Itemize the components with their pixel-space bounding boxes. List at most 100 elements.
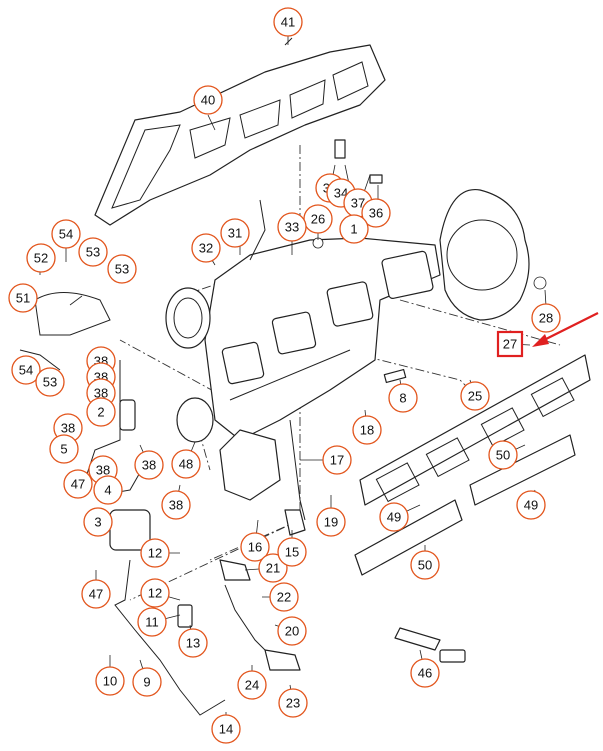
callout-5: 5	[49, 434, 79, 464]
callout-circle	[361, 198, 391, 228]
callout-38: 38	[134, 450, 164, 480]
heat-plate-part	[354, 434, 576, 576]
callout-circle	[178, 628, 208, 658]
callout-circle	[269, 582, 299, 612]
callout-circle	[410, 550, 440, 580]
callout-33: 33	[277, 212, 307, 242]
callout-label: 12	[148, 586, 162, 601]
callout-circle	[35, 367, 65, 397]
callout-19: 19	[316, 507, 346, 537]
callout-36: 36	[361, 198, 391, 228]
callout-20: 20	[277, 616, 307, 646]
callout-label: 12	[148, 546, 162, 561]
callout-circle	[531, 303, 561, 333]
callout-circle	[140, 538, 170, 568]
callout-label: 24	[245, 678, 259, 693]
callout-circle	[220, 218, 250, 248]
callout-23: 23	[278, 688, 308, 718]
callout-circle	[78, 237, 108, 267]
callout-label: 54	[19, 363, 33, 378]
callout-circle	[63, 469, 93, 499]
callout-circle	[277, 212, 307, 242]
callout-label: 27	[503, 337, 517, 352]
callout-8: 8	[388, 383, 418, 413]
callout-circle	[379, 502, 409, 532]
callout-label: 28	[539, 311, 553, 326]
callout-1: 1	[339, 214, 369, 244]
callout-48: 48	[171, 449, 201, 479]
callout-layer: 4140373437362613331325452535351545338383…	[8, 7, 561, 744]
callout-label: 37	[351, 196, 365, 211]
callout-circle	[137, 607, 167, 637]
callout-label: 46	[418, 666, 432, 681]
callout-47: 47	[63, 469, 93, 499]
callout-circle	[211, 714, 241, 744]
callout-label: 50	[496, 448, 510, 463]
callout-circle	[8, 283, 38, 313]
callout-46: 46	[410, 658, 440, 688]
callout-25: 25	[460, 381, 490, 411]
callout-53: 53	[35, 367, 65, 397]
callout-4: 4	[93, 475, 123, 505]
callout-label: 53	[86, 245, 100, 260]
callout-circle	[240, 532, 270, 562]
callout-14: 14	[211, 714, 241, 744]
callout-13: 13	[178, 628, 208, 658]
callout-circle	[83, 507, 113, 537]
callout-3: 3	[83, 507, 113, 537]
callout-10: 10	[95, 666, 125, 696]
small-parts	[109, 139, 547, 671]
callout-50: 50	[410, 550, 440, 580]
callout-51: 51	[8, 283, 38, 313]
callout-38: 38	[161, 490, 191, 520]
callout-label: 18	[360, 423, 374, 438]
callout-circle	[86, 397, 116, 427]
callout-label: 38	[96, 463, 110, 478]
callout-circle	[134, 450, 164, 480]
callout-label: 38	[169, 498, 183, 513]
callout-28: 28	[531, 303, 561, 333]
callout-12: 12	[140, 538, 170, 568]
callout-21: 21	[258, 553, 288, 583]
callout-label: 1	[350, 222, 357, 237]
callout-label: 8	[399, 391, 406, 406]
callout-label: 4	[104, 483, 111, 498]
callout-circle	[193, 85, 223, 115]
callout-22: 22	[269, 582, 299, 612]
callout-label: 41	[281, 15, 295, 30]
callout-12: 12	[140, 578, 170, 608]
callout-label: 22	[277, 590, 291, 605]
callout-label: 5	[60, 442, 67, 457]
callout-41: 41	[273, 7, 303, 37]
callout-circle	[516, 490, 546, 520]
callout-label: 9	[143, 675, 150, 690]
callout-circle	[26, 243, 56, 273]
callout-label: 49	[524, 498, 538, 513]
callout-40: 40	[193, 85, 223, 115]
callout-circle	[277, 616, 307, 646]
callout-11: 11	[137, 607, 167, 637]
callout-15: 15	[277, 537, 307, 567]
callout-label: 47	[71, 477, 85, 492]
callout-label: 38	[94, 386, 108, 401]
callout-54: 54	[51, 219, 81, 249]
callout-circle	[278, 688, 308, 718]
callout-circle	[93, 475, 123, 505]
callout-circle	[95, 666, 125, 696]
callout-label: 47	[89, 587, 103, 602]
callout-circle	[161, 490, 191, 520]
callout-50: 50	[488, 440, 518, 470]
callout-16: 16	[240, 532, 270, 562]
callout-label: 31	[228, 226, 242, 241]
callout-circle	[11, 355, 41, 385]
callout-18: 18	[352, 415, 382, 445]
callout-31: 31	[220, 218, 250, 248]
callout-label: 36	[369, 206, 383, 221]
callout-label: 20	[285, 624, 299, 639]
callout-circle	[51, 219, 81, 249]
callout-54: 54	[11, 355, 41, 385]
callout-53: 53	[107, 254, 137, 284]
callout-circle	[460, 381, 490, 411]
